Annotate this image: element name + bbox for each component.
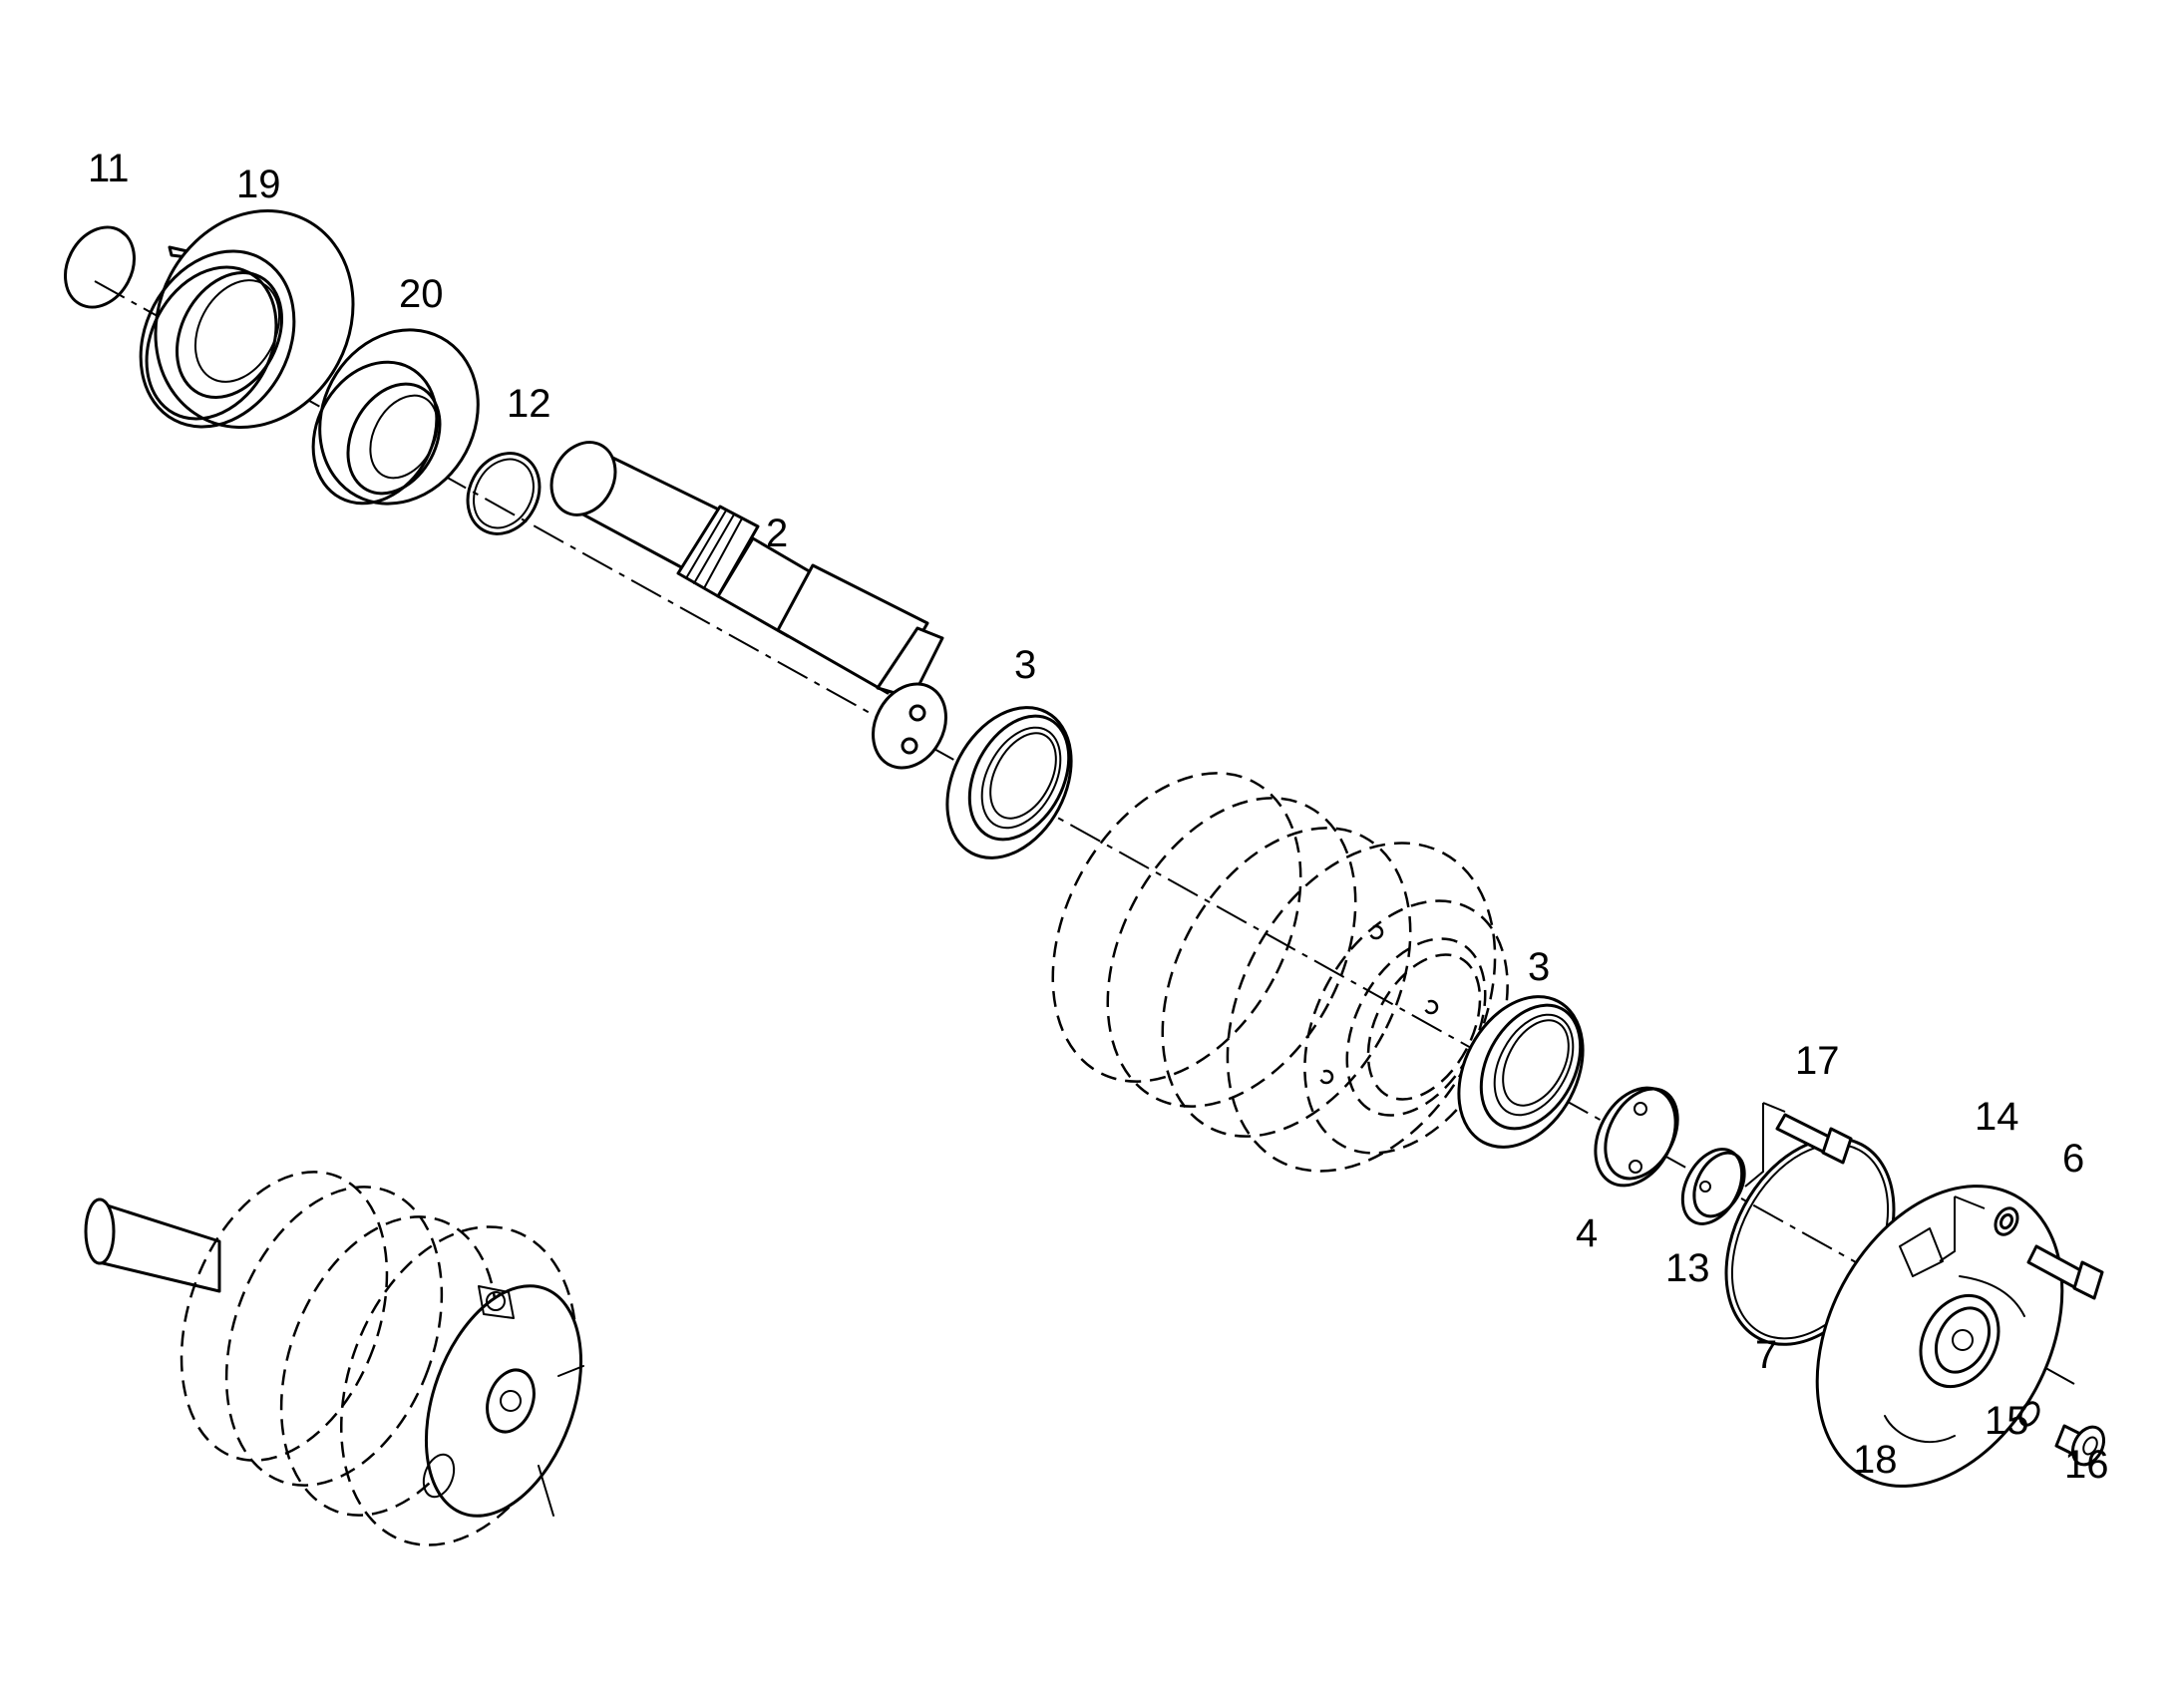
callout-7: 7	[1755, 1333, 1777, 1377]
callout-19: 19	[236, 163, 281, 206]
part-17-bolt	[1744, 1102, 1853, 1188]
callout-20: 20	[399, 272, 444, 316]
part-19-collar	[139, 209, 355, 429]
callout-13: 13	[1665, 1246, 1710, 1290]
roller-body-ghost	[1051, 772, 1509, 1173]
callout-3-lower: 3	[1528, 945, 1550, 989]
part-13-retainer	[1680, 1148, 1746, 1225]
callout-14: 14	[1975, 1095, 2019, 1139]
callout-16: 16	[2064, 1443, 2109, 1487]
part-6-bolt	[2026, 1244, 2104, 1300]
callout-15: 15	[1985, 1399, 2029, 1443]
part-16-plug	[2054, 1424, 2106, 1467]
callout-17: 17	[1795, 1039, 1840, 1083]
part-18-end-cap	[1815, 1185, 2064, 1488]
part-20-seal	[311, 328, 480, 506]
callout-11: 11	[88, 147, 130, 190]
callout-12: 12	[507, 382, 551, 426]
part-2-shaft	[549, 441, 947, 770]
callout-3-upper: 3	[1014, 643, 1036, 687]
callout-6: 6	[2062, 1137, 2084, 1181]
part-14-washer	[1994, 1206, 2019, 1236]
part-4-thrust-plate	[1594, 1086, 1679, 1188]
callout-4: 4	[1576, 1211, 1598, 1255]
part-3-bearing-lower	[1457, 995, 1585, 1149]
callout-18: 18	[1853, 1438, 1898, 1482]
part-3-bearing-upper	[945, 706, 1073, 859]
assembled-roller-view	[84, 1171, 584, 1546]
part-11-snap-ring	[64, 225, 136, 309]
callout-2: 2	[766, 512, 788, 555]
part-15-small-o-ring	[2018, 1401, 2040, 1427]
part-12-o-ring	[466, 452, 542, 535]
